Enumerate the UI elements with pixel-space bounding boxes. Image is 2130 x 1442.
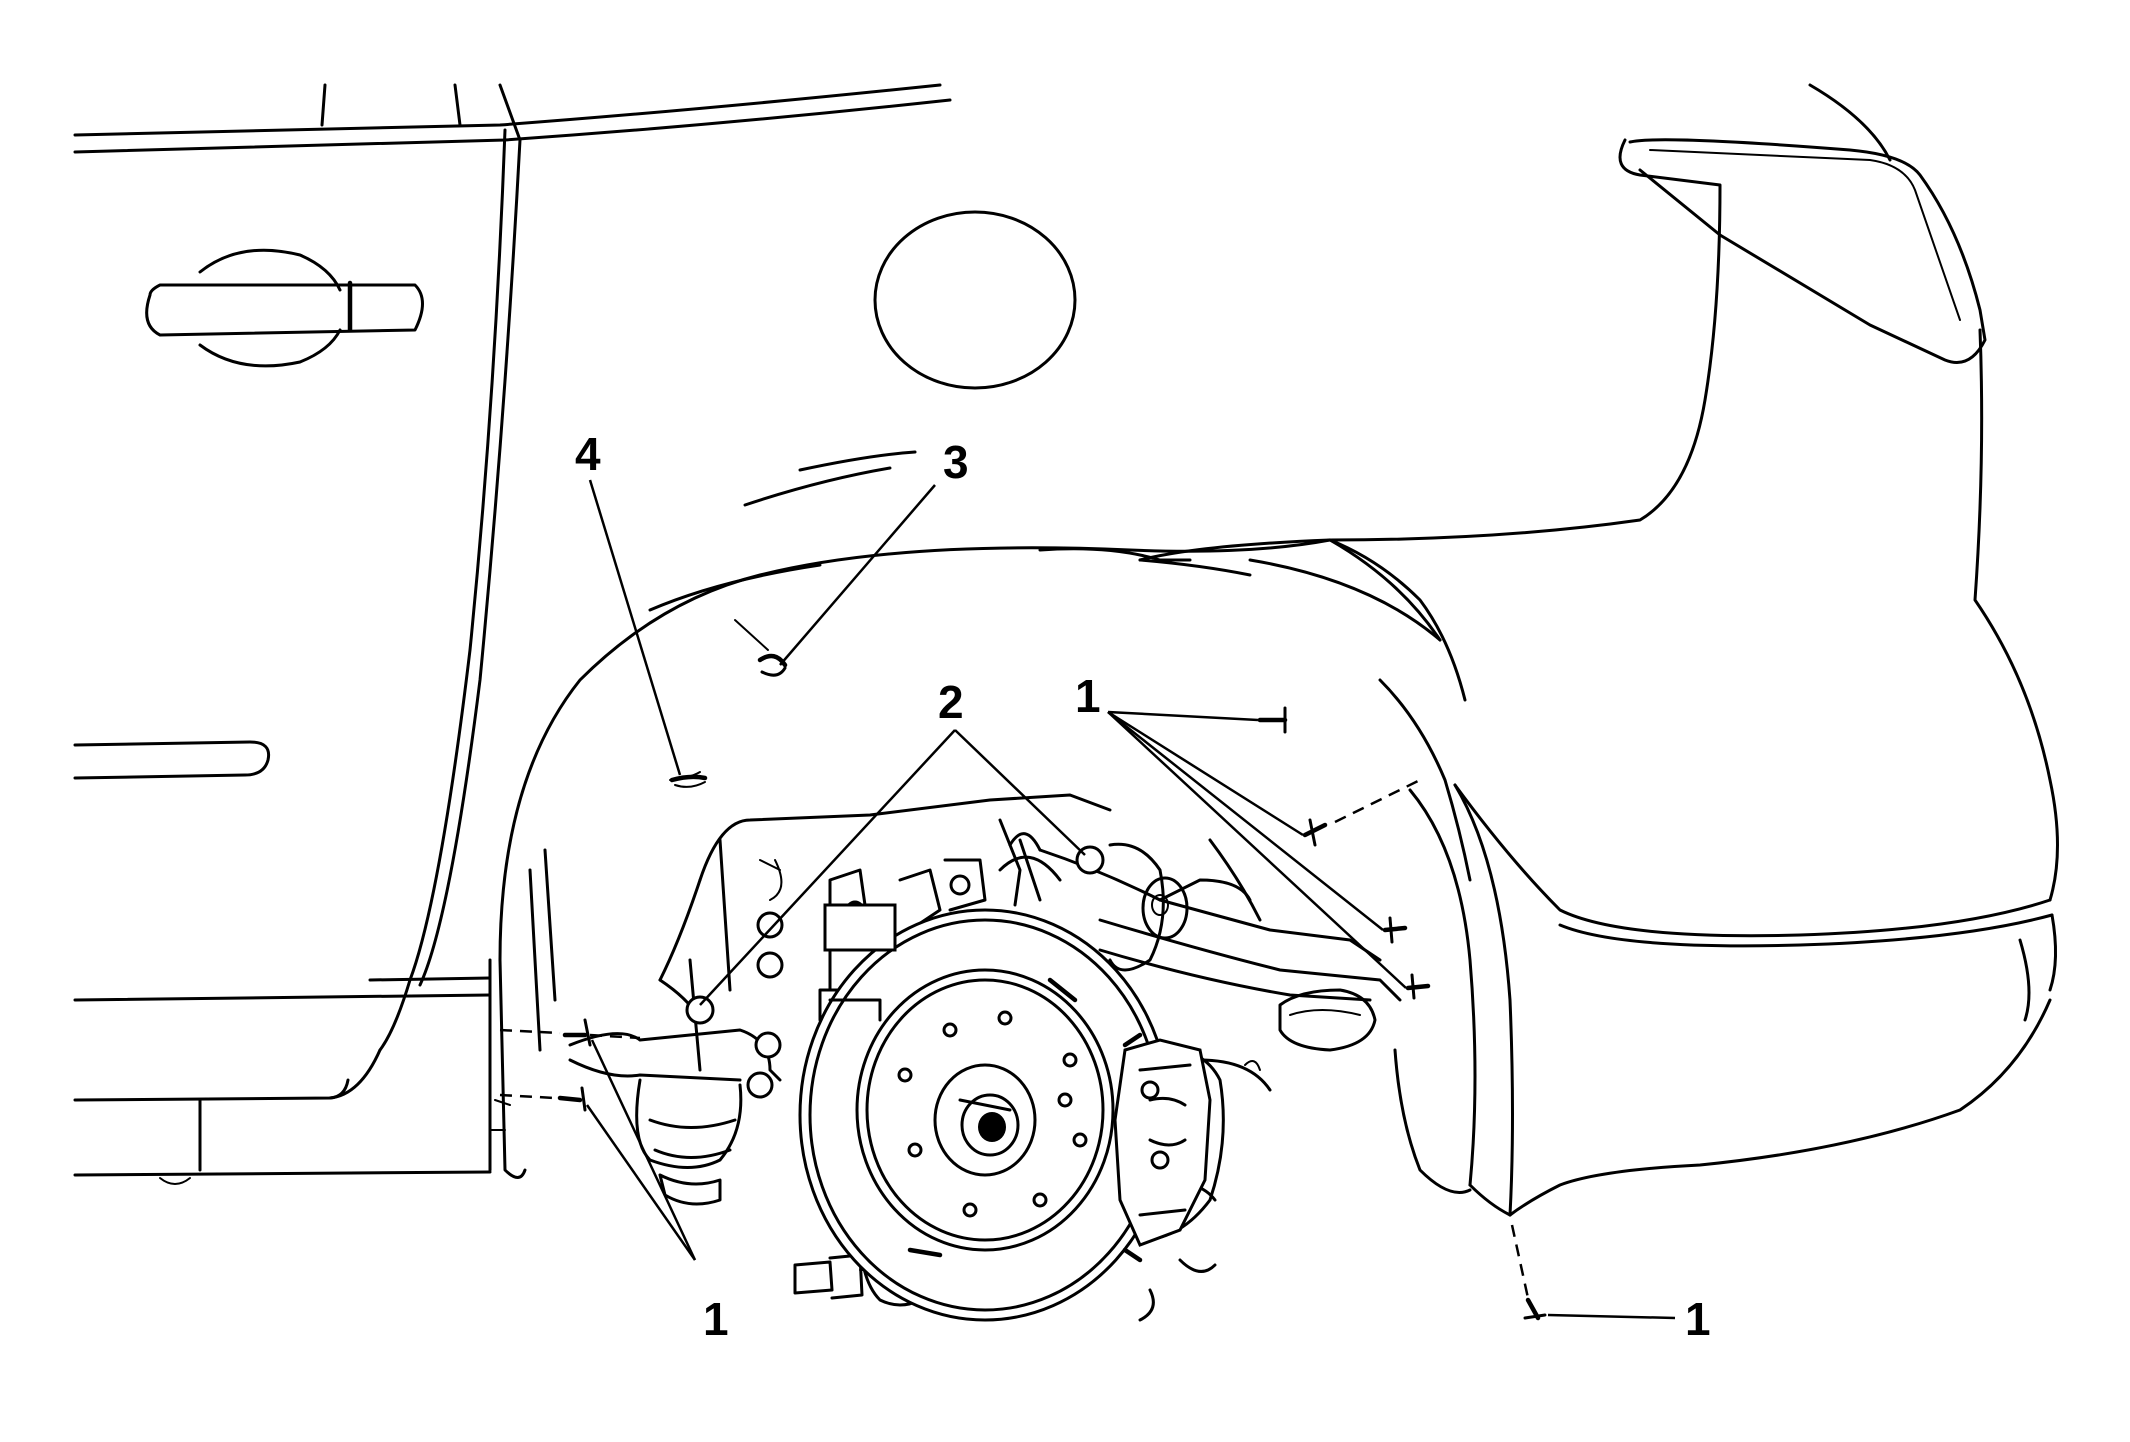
screw-rear-1 xyxy=(1257,706,1288,734)
callout-2: 2 xyxy=(938,676,964,728)
retainer-clip xyxy=(734,619,788,677)
screw-front-upper xyxy=(562,1018,641,1047)
screw-rear-2 xyxy=(1302,778,1421,847)
screw-rear-4 xyxy=(1405,973,1431,1000)
leader-lines xyxy=(585,479,1676,1320)
callout-labels: 4 3 2 1 1 1 xyxy=(575,428,1711,1345)
nut-lower xyxy=(685,995,715,1025)
callout-4: 4 xyxy=(575,428,601,480)
screw-front-lower xyxy=(499,1086,587,1112)
callout-1-bottom: 1 xyxy=(1685,1293,1711,1345)
callout-1-rear: 1 xyxy=(1075,670,1101,722)
screw-flap-bottom xyxy=(1510,1224,1547,1321)
brake-rotor xyxy=(798,908,1172,1322)
fasteners xyxy=(499,619,1547,1321)
callout-3: 3 xyxy=(943,436,969,488)
wheelhouse-liner xyxy=(488,538,1514,1217)
brake-caliper xyxy=(823,903,1212,1263)
vehicle-body xyxy=(73,83,2059,1217)
screw-rear-3 xyxy=(1382,916,1408,944)
callout-1-front: 1 xyxy=(703,1293,729,1345)
